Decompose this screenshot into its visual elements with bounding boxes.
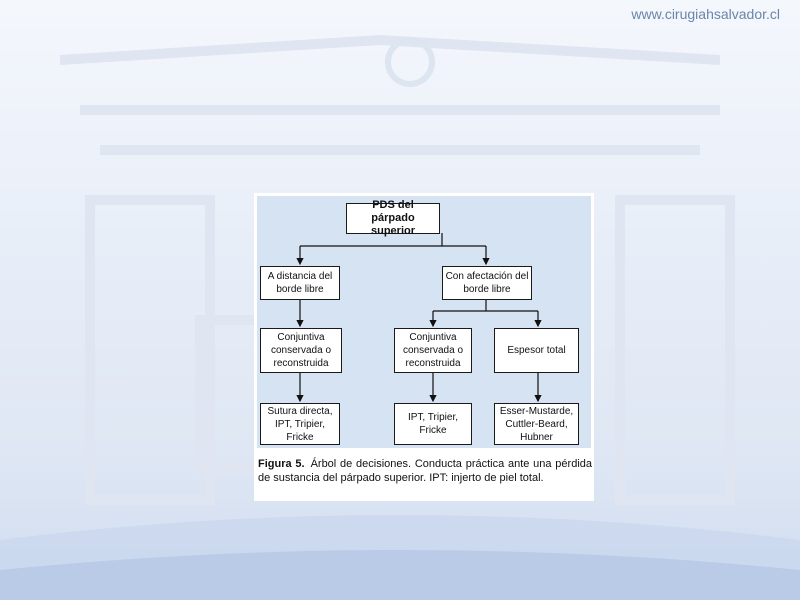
- caption-text: Árbol de decisiones. Conducta práctica a…: [258, 458, 592, 484]
- figure-card: PDS del párpado superior A distancia del…: [254, 193, 594, 501]
- node-left-leaf: Sutura directa, IPT, Tripier, Fricke: [260, 403, 340, 445]
- node-right-leaf-right: Esser-Mustarde, Cuttler-Beard, Hubner: [494, 403, 579, 445]
- node-right-branch: Con afectación del borde libre: [442, 266, 532, 300]
- node-right-mid-right: Espesor total: [494, 328, 579, 373]
- node-left-branch: A distancia del borde libre: [260, 266, 340, 300]
- caption-label: Figura 5.: [258, 458, 305, 470]
- node-right-mid-left: Conjuntiva conservada o reconstruida: [394, 328, 472, 373]
- figure-caption: Figura 5.Árbol de decisiones. Conducta p…: [258, 457, 592, 485]
- node-left-mid: Conjuntiva conservada o reconstruida: [260, 328, 342, 373]
- node-right-leaf-left: IPT, Tripier, Fricke: [394, 403, 472, 445]
- decision-tree-diagram: PDS del párpado superior A distancia del…: [257, 196, 591, 448]
- tree-connectors: [296, 233, 542, 403]
- site-url[interactable]: www.cirugiahsalvador.cl: [631, 6, 780, 22]
- bottom-decorative-band: [0, 515, 800, 600]
- node-root: PDS del párpado superior: [346, 199, 440, 237]
